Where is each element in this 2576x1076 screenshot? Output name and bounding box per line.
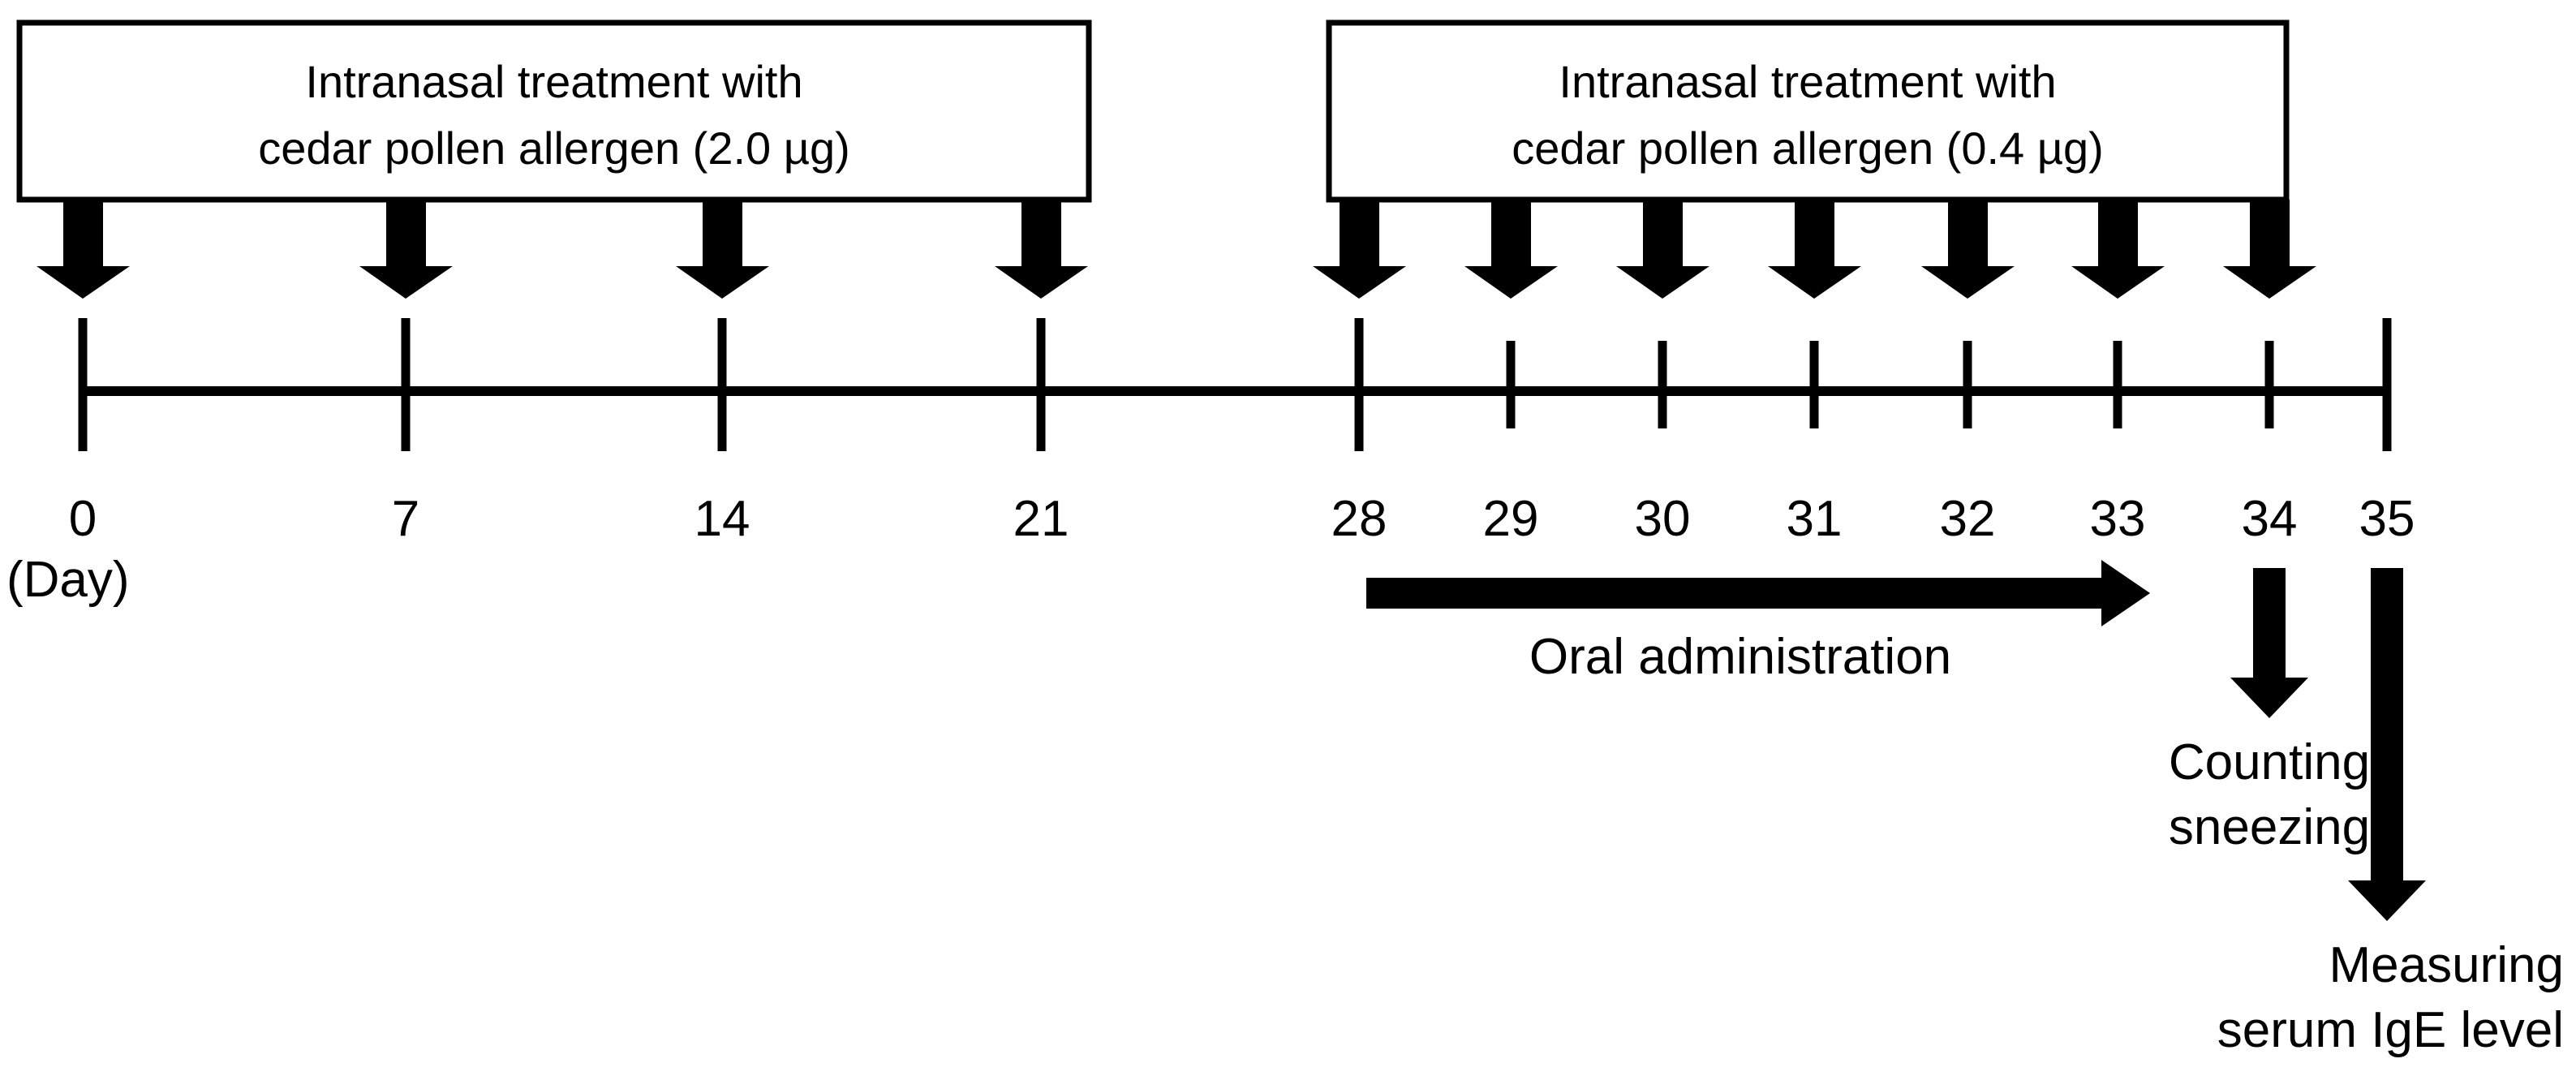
day-label-33: 33 [2090, 491, 2146, 547]
dosing-arrow-day-31 [1768, 200, 1861, 299]
day-label-group: 0 7 14 21 28 29 30 31 32 33 34 35 (Day) [6, 491, 2415, 608]
day-label-0: 0 [69, 491, 97, 547]
oral-administration-arrow [1366, 560, 2150, 626]
day-label-7: 7 [392, 491, 419, 547]
day-label-35: 35 [2359, 491, 2415, 547]
treatment-box-low-dose-line2: cedar pollen allergen (0.4 µg) [1512, 123, 2104, 174]
measuring-serum-ige-line1: Measuring [2329, 937, 2564, 993]
timeline-axis [78, 318, 2392, 451]
dosing-arrow-day-33 [2071, 200, 2165, 299]
day-label-14: 14 [695, 491, 750, 547]
dosing-arrow-day-21 [995, 200, 1088, 299]
dosing-arrow-day-7 [359, 200, 453, 299]
dosing-arrow-day-14 [676, 200, 769, 299]
treatment-box-high-dose-outline [16, 19, 1092, 203]
counting-sneezing-annotation: Counting sneezing [2169, 568, 2370, 855]
dosing-arrow-day-30 [1616, 200, 1709, 299]
treatment-box-low-dose-line1: Intranasal treatment with [1559, 56, 2056, 107]
dosing-arrow-day-28 [1313, 200, 1406, 299]
dosing-arrow-day-29 [1464, 200, 1558, 299]
dosing-arrow-group-low-dose [1313, 200, 2316, 299]
measuring-serum-ige-arrow [2348, 568, 2426, 921]
day-label-34: 34 [2242, 491, 2298, 547]
treatment-box-high-dose-line1: Intranasal treatment with [305, 56, 802, 107]
day-label-31: 31 [1787, 491, 1843, 547]
treatment-box-low-dose-outline [1326, 19, 2290, 203]
treatment-box-high-dose-line2: cedar pollen allergen (2.0 µg) [258, 123, 850, 174]
oral-administration-annotation: Oral administration [1366, 560, 2150, 685]
counting-sneezing-line2: sneezing [2169, 799, 2370, 855]
counting-sneezing-arrow [2230, 568, 2308, 718]
day-label-21: 21 [1013, 491, 1069, 547]
dosing-arrow-group-high-dose [37, 200, 1088, 299]
day-label-30: 30 [1635, 491, 1691, 547]
treatment-box-low-dose: Intranasal treatment with cedar pollen a… [1326, 19, 2290, 203]
day-label-28: 28 [1331, 491, 1387, 547]
day-label-29: 29 [1483, 491, 1539, 547]
day-label-32: 32 [1940, 491, 1996, 547]
dosing-arrow-day-0 [37, 200, 130, 299]
dosing-arrow-day-32 [1921, 200, 2015, 299]
dosing-arrow-day-34 [2223, 200, 2316, 299]
counting-sneezing-line1: Counting [2169, 734, 2370, 790]
oral-administration-label: Oral administration [1529, 629, 1951, 685]
treatment-box-high-dose: Intranasal treatment with cedar pollen a… [16, 19, 1092, 203]
axis-unit-label: (Day) [6, 552, 130, 608]
measuring-serum-ige-line2: serum IgE level [2217, 1002, 2564, 1058]
measuring-serum-ige-annotation: Measuring serum IgE level [2217, 568, 2564, 1058]
